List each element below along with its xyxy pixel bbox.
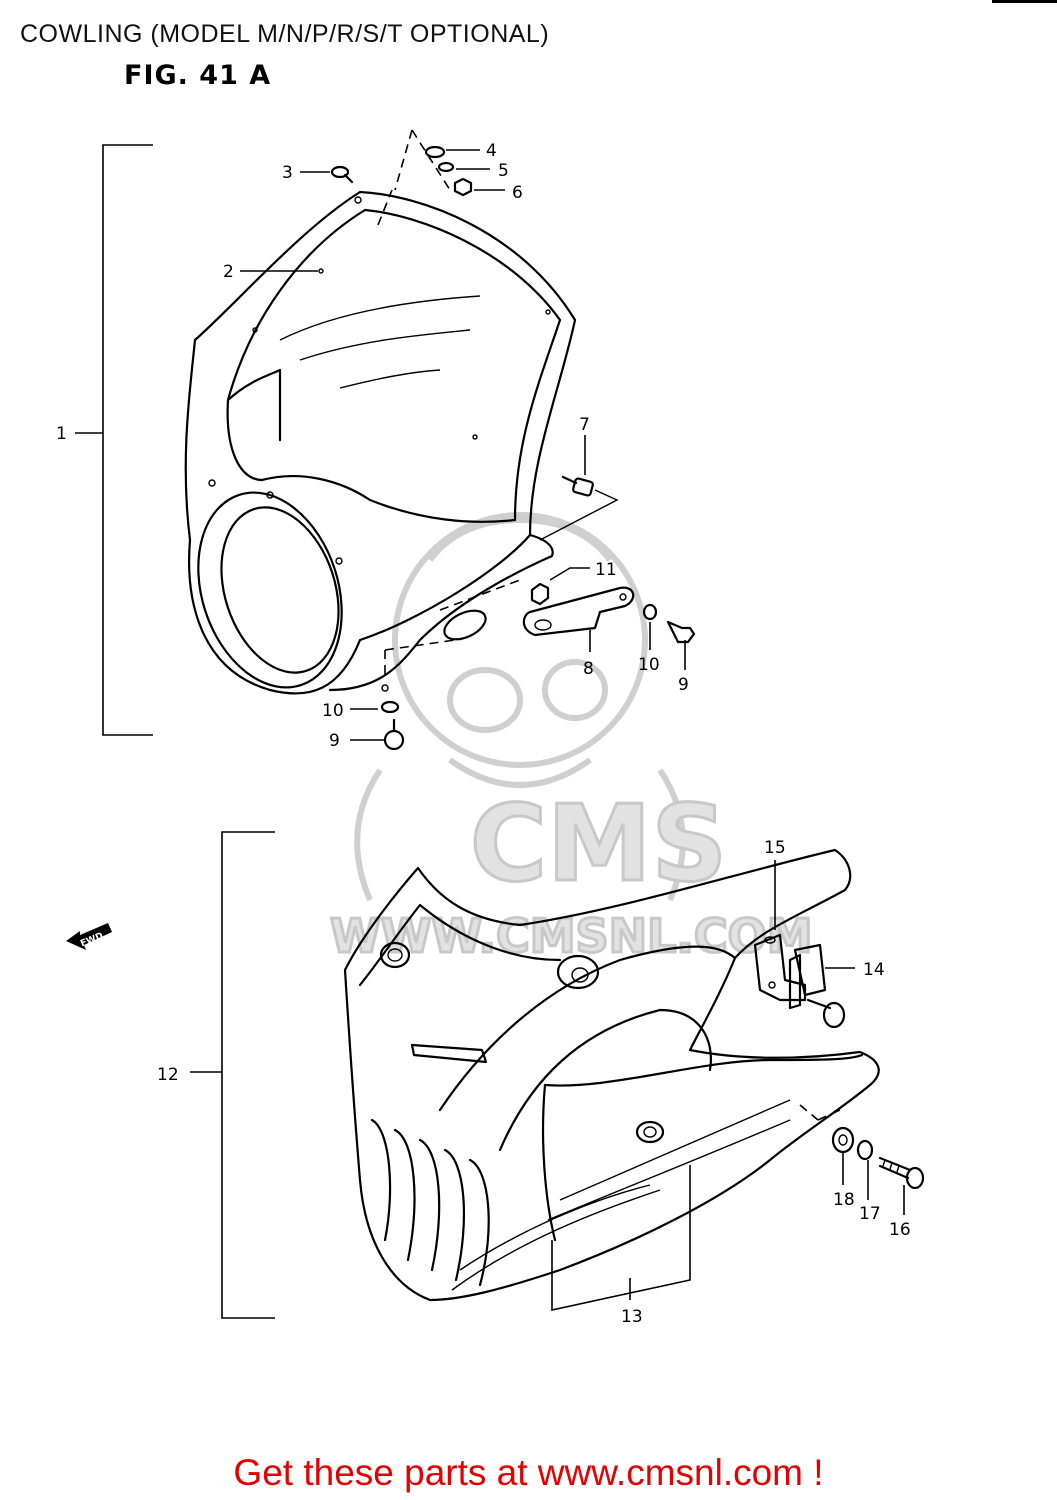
callout-9-right: 9 xyxy=(678,675,689,695)
callout-3: 3 xyxy=(282,163,293,183)
callout-9-left: 9 xyxy=(329,731,340,751)
callout-2: 2 xyxy=(223,262,234,282)
hardware-16-17-18 xyxy=(831,1126,925,1215)
callout-14: 14 xyxy=(863,960,885,980)
callout-16: 16 xyxy=(889,1220,911,1240)
callout-4: 4 xyxy=(486,141,497,161)
callout-12: 12 xyxy=(157,1065,179,1085)
nut-11 xyxy=(530,567,590,606)
callout-10-right: 10 xyxy=(638,655,660,675)
watermark-brand: CMS xyxy=(470,783,727,905)
callout-10-left: 10 xyxy=(322,701,344,721)
fwd-arrow-icon: FWD xyxy=(66,923,112,950)
callout-8: 8 xyxy=(583,659,594,679)
callout-18: 18 xyxy=(833,1190,855,1210)
footer-cta[interactable]: Get these parts at www.cmsnl.com ! xyxy=(0,1452,1057,1494)
watermark-logo: CMS WWW.CMSNL.COM xyxy=(329,512,814,965)
top-border-line xyxy=(992,0,1057,3)
callout-11: 11 xyxy=(595,560,617,580)
hardware-4-5-6 xyxy=(377,129,505,226)
callout-labels: 1 2 3 4 5 6 7 8 9 9 10 10 11 12 13 14 15… xyxy=(56,141,911,1327)
under-cowling xyxy=(343,848,880,1302)
callout-13: 13 xyxy=(621,1307,643,1327)
bracket-part-12 xyxy=(190,831,275,1319)
callout-6: 6 xyxy=(512,183,523,203)
bracket-part-1 xyxy=(75,144,153,736)
bracket-part-13 xyxy=(551,1165,691,1311)
stay-8 xyxy=(522,586,635,652)
callout-5: 5 xyxy=(498,161,509,181)
washer-10-bolt-9-right xyxy=(642,603,696,670)
screw-3 xyxy=(300,165,354,184)
callout-15: 15 xyxy=(764,838,786,858)
figure-number: FIG. 41 A xyxy=(124,60,272,91)
page-title: COWLING (MODEL M/N/P/R/S/T OPTIONAL) xyxy=(20,20,550,48)
callout-17: 17 xyxy=(859,1204,881,1224)
clip-14 xyxy=(788,943,855,1029)
upper-cowling xyxy=(184,190,577,695)
footer-text[interactable]: Get these parts at www.cmsnl.com ! xyxy=(233,1452,824,1493)
callout-1: 1 xyxy=(56,424,67,444)
washer-10-bolt-9-left xyxy=(350,700,405,751)
bolt-7 xyxy=(539,435,619,541)
callout-7: 7 xyxy=(579,415,590,435)
